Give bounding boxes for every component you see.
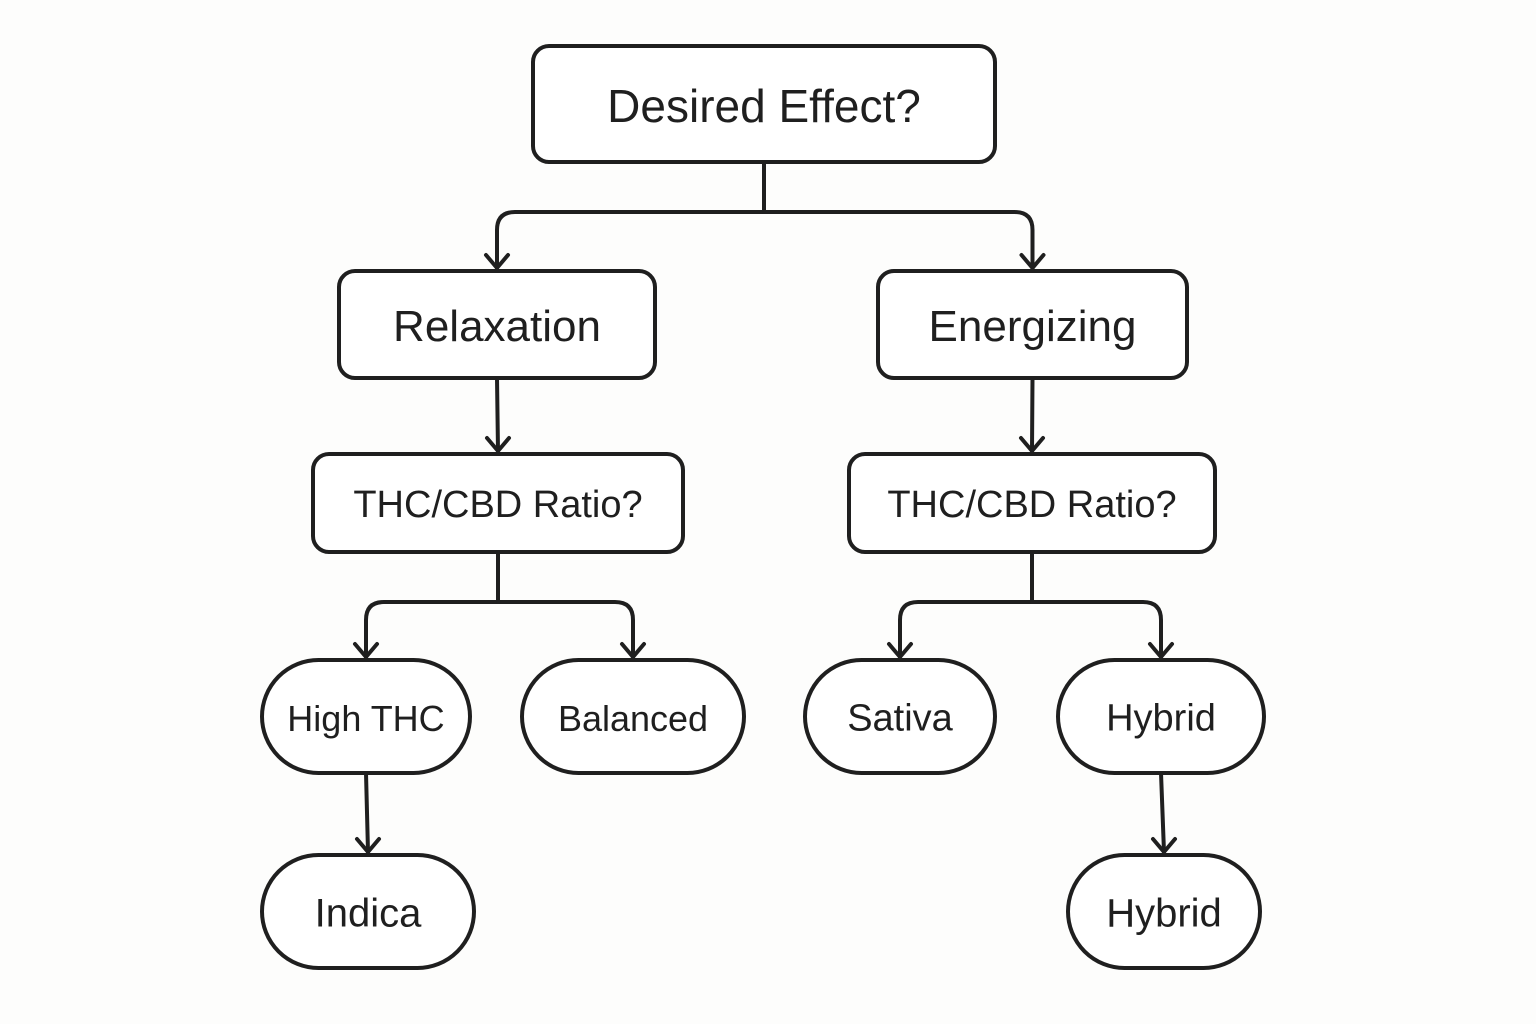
arrowhead (1148, 642, 1174, 659)
nodes-layer: Desired Effect? Relaxation EnergizingTHC/C… (260, 44, 1266, 970)
arrowhead (353, 642, 379, 659)
node-hybrid-2: Hybrid (1066, 853, 1262, 970)
terminal-oval (1056, 658, 1266, 775)
arrowhead (620, 642, 646, 659)
arrowhead (1151, 837, 1177, 854)
node-balanced: Balanced (520, 658, 746, 775)
decision-box (531, 44, 997, 164)
node-ratio-left: THC/CBD Ratio? (311, 452, 685, 554)
arrowhead (1019, 436, 1045, 453)
edge-root-to-energizing (762, 210, 1035, 270)
node-energizing: Energizing (876, 269, 1189, 380)
edge-ratio-left-to-balanced (496, 600, 635, 659)
edges-layer (353, 160, 1177, 854)
arrowhead (1019, 253, 1046, 270)
node-relaxation: Relaxation (337, 269, 657, 380)
node-label-thc-cbd-ratio: THC/CBD Ratio? (353, 484, 642, 526)
arrowhead (485, 436, 511, 453)
arrowhead (484, 253, 510, 270)
terminal-oval (520, 658, 746, 775)
node-label-high-thc: High THC (287, 698, 444, 739)
node-high-thc: High THC (260, 658, 472, 775)
node-root: Desired Effect? (531, 44, 997, 164)
terminal-oval (1066, 853, 1262, 970)
node-label-balanced: Balanced (558, 698, 708, 739)
node-label-hybrid: Hybrid (1106, 892, 1222, 936)
edge-hybrid-1-to-hybrid-2 (1159, 771, 1166, 854)
terminal-oval (260, 853, 476, 970)
edge-high-thc-to-indica (364, 771, 370, 854)
node-label-indica: Indica (315, 892, 422, 936)
decision-box (337, 269, 657, 380)
edge-ratio-left-to-high-thc (364, 600, 500, 659)
node-label-sativa: Sativa (847, 698, 953, 740)
arrowhead (887, 642, 913, 659)
node-sativa: Sativa (803, 658, 997, 775)
decision-box (311, 452, 685, 554)
node-label-energizing: Energizing (929, 302, 1137, 351)
edge-ratio-right-to-sativa (898, 600, 1034, 659)
decision-box (876, 269, 1189, 380)
arrowhead (355, 837, 381, 854)
node-label-relaxation: Relaxation (393, 302, 601, 351)
node-indica: Indica (260, 853, 476, 970)
node-hybrid-1: Hybrid (1056, 658, 1266, 775)
terminal-oval (260, 658, 472, 775)
edge-energizing-to-ratio-right (1030, 376, 1035, 453)
decision-box (847, 452, 1217, 554)
node-label-thc-cbd-ratio: THC/CBD Ratio? (887, 484, 1176, 526)
edge-relaxation-to-ratio-left (495, 376, 500, 453)
terminal-oval (803, 658, 997, 775)
node-label-desired-effect: Desired Effect? (607, 80, 921, 132)
edge-root-to-relaxation (495, 210, 766, 270)
node-ratio-right: THC/CBD Ratio? (847, 452, 1217, 554)
edge-ratio-right-to-hybrid-1 (1030, 600, 1163, 659)
node-label-hybrid: Hybrid (1106, 698, 1216, 740)
